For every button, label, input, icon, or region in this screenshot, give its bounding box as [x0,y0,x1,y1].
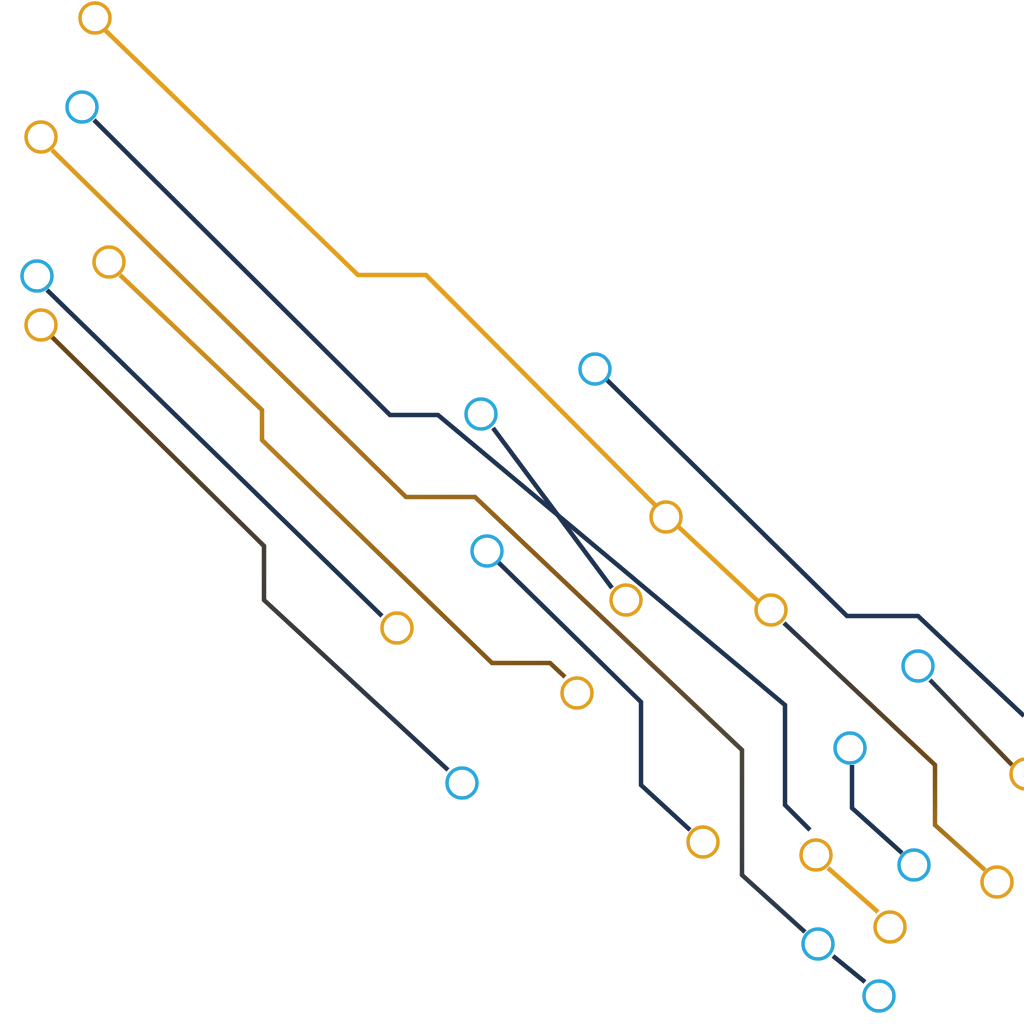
trace-1 [103,28,762,605]
trace-3b [831,954,867,984]
node-cyan [470,534,504,568]
trace-12 [928,678,1014,767]
trace-7 [491,426,614,590]
node-orange [609,583,643,617]
node-cyan [20,259,54,293]
node-orange [24,120,58,154]
node-orange [24,308,58,342]
trace-11 [849,765,904,855]
node-orange [649,500,683,534]
node-orange [686,825,720,859]
node-orange [980,865,1014,899]
node-cyan [833,731,867,765]
node-orange [92,245,126,279]
node-orange [754,593,788,627]
trace-6 [50,335,450,772]
node-orange [1009,757,1024,791]
node-orange [78,1,112,35]
trace-4 [45,288,384,618]
node-orange [799,838,833,872]
node-cyan [801,927,835,961]
node-orange [380,611,414,645]
trace-10 [782,621,987,872]
node-cyan [862,979,896,1013]
trace-3 [50,148,807,934]
trace-9 [605,378,1024,718]
node-orange [873,910,907,944]
trace-2 [92,118,812,832]
node-orange [560,676,594,710]
node-cyan [897,848,931,882]
node-cyan [445,766,479,800]
node-cyan [464,397,498,431]
trace-8 [496,560,692,832]
trace-2b [826,866,880,914]
node-cyan [65,90,99,124]
node-cyan [578,352,612,386]
node-cyan [901,649,935,683]
trace-5 [118,273,567,679]
